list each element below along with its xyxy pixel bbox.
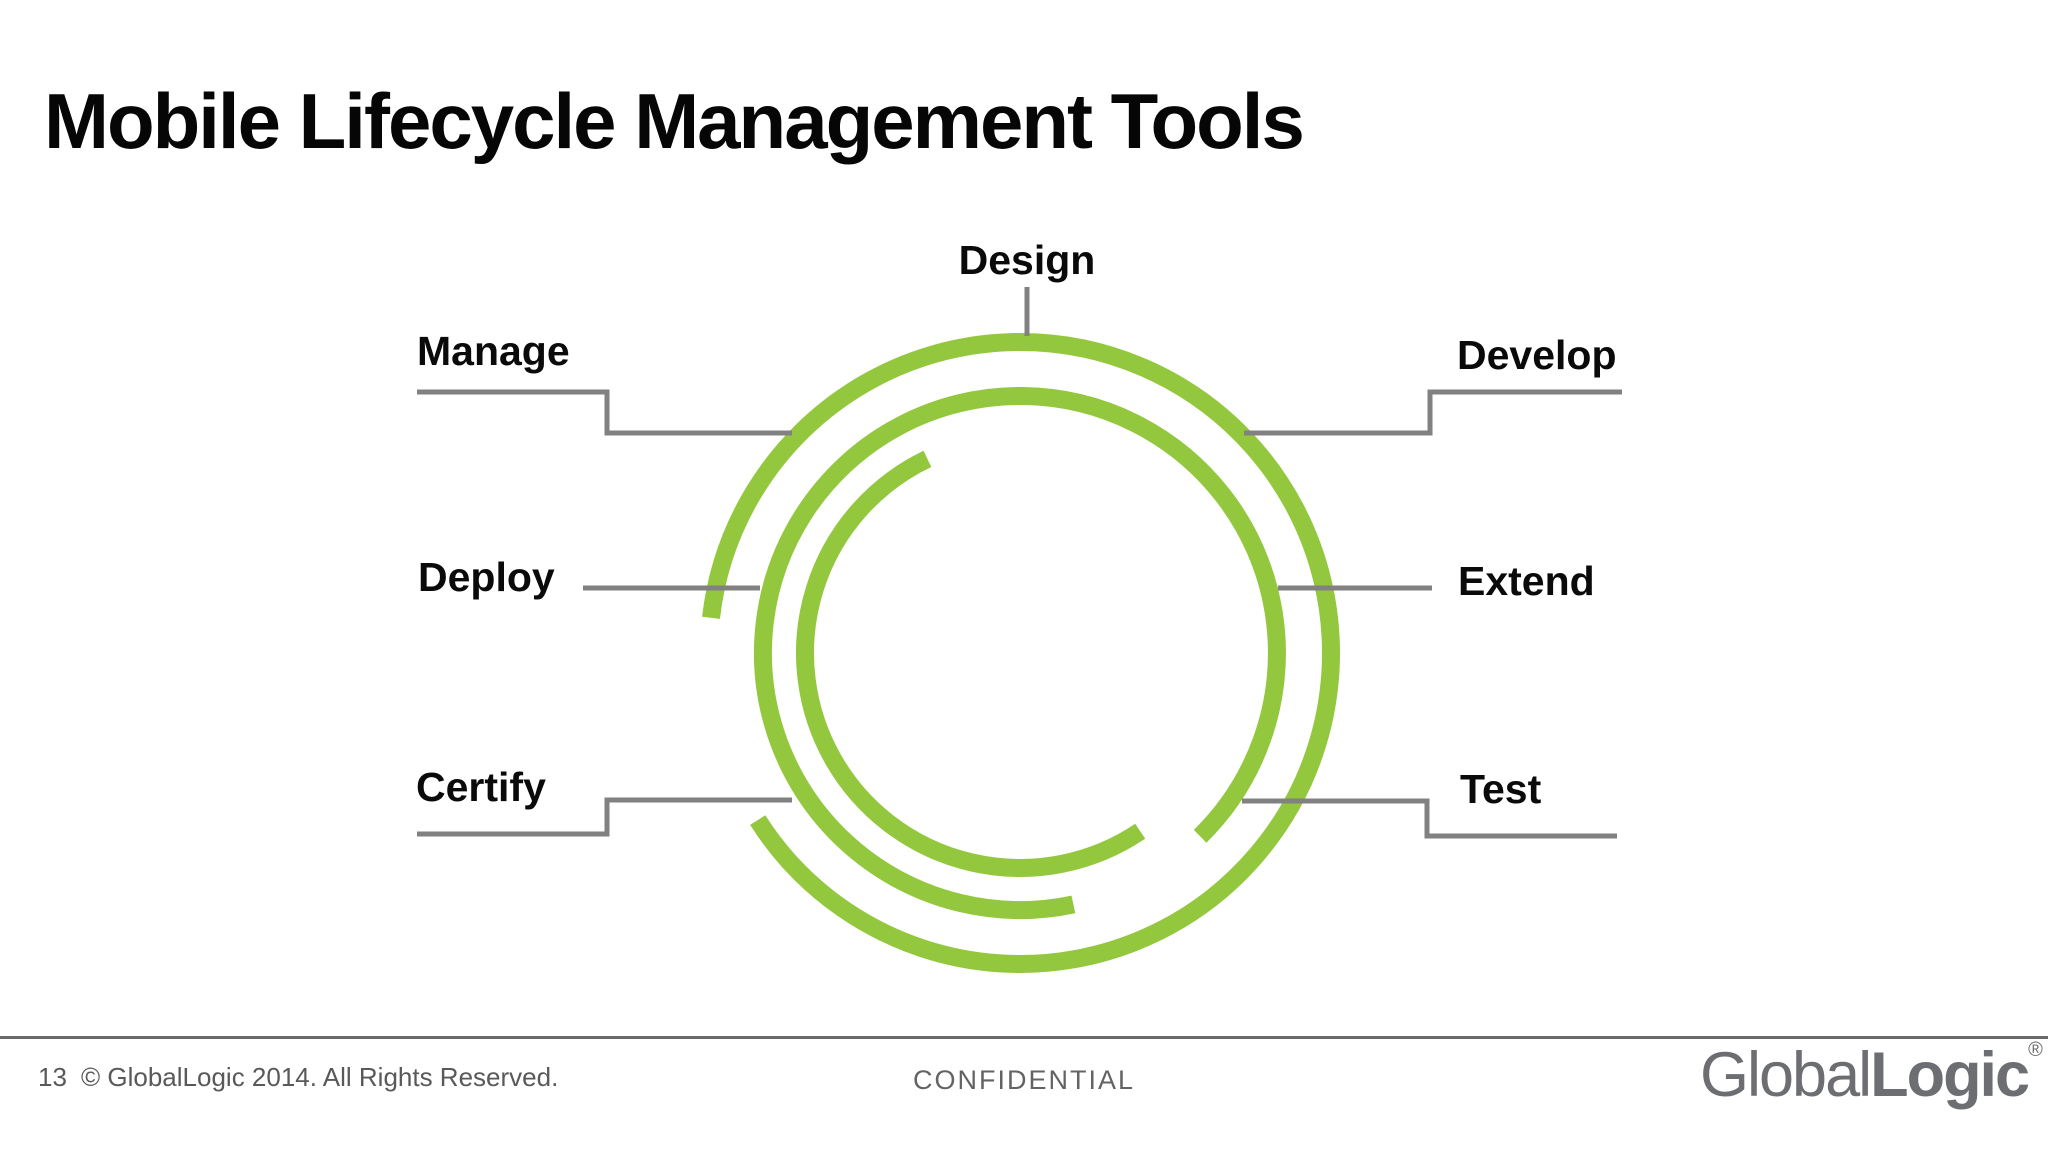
stage-label-manage: Manage — [417, 328, 570, 374]
middle-arc — [753, 387, 1286, 920]
globallogic-logo: GlobalLogic® — [1700, 1040, 2043, 1107]
registered-trademark-icon: ® — [2028, 1039, 2043, 1061]
stage-label-certify: Certify — [416, 764, 546, 810]
confidential-label: CONFIDENTIAL — [912, 1065, 1136, 1095]
develop-connector — [1244, 389, 1622, 436]
stage-label-design: Design — [958, 237, 1096, 283]
certify-connector — [417, 797, 792, 837]
inner-arc — [796, 450, 1146, 877]
logo-text-global: Global — [1700, 1040, 1872, 1110]
page-title: Mobile Lifecycle Management Tools — [44, 77, 1305, 165]
copyright-text: © GlobalLogic 2014. All Rights Reserved. — [81, 1062, 559, 1092]
test-connector — [1242, 798, 1617, 839]
manage-connector — [417, 389, 792, 436]
stage-label-test: Test — [1460, 766, 1542, 812]
stage-label-extend: Extend — [1458, 558, 1595, 604]
outer-arc — [702, 333, 1340, 973]
logo-text-logic: Logic — [1870, 1040, 2030, 1110]
stage-label-develop: Develop — [1457, 332, 1617, 378]
footer-divider — [0, 1036, 2048, 1039]
page-number: 13 — [38, 1062, 67, 1092]
stage-label-deploy: Deploy — [418, 554, 555, 600]
